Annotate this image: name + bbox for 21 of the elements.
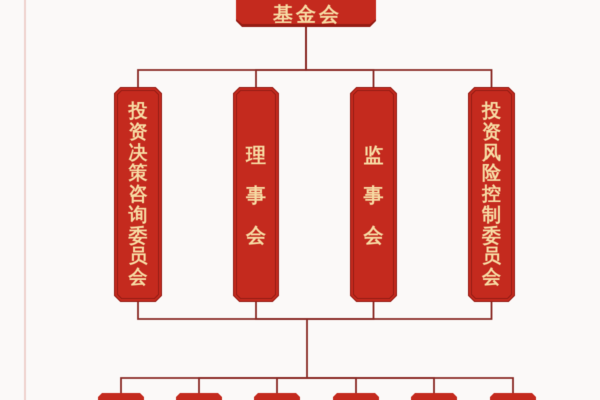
org-box [176,393,222,400]
connector-line [307,302,492,320]
org-box [333,393,379,400]
org-box [233,87,279,302]
box-label: 投资决策咨询委员会 [128,101,148,288]
box-label: 监事会 [364,142,384,248]
connector-line [306,319,308,378]
org-box [114,87,162,302]
org-box [490,393,536,400]
org-box [411,393,457,400]
box-label: 理事会 [246,142,266,248]
connector-line [307,377,514,393]
connector-line [276,377,307,393]
org-box [236,0,376,27]
org-box [254,393,300,400]
connector-line [255,302,307,320]
org-box [350,87,397,302]
org-box [468,87,515,302]
box-label: 基金会 [272,2,342,26]
box-label: 投资风险控制委员会 [482,101,501,288]
org-box [98,393,144,400]
